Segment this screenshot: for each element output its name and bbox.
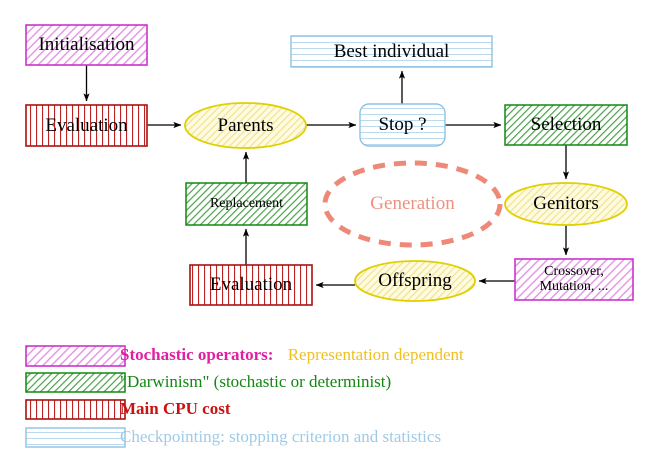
legend-text-stochastic-part2: Representation dependent — [287, 345, 464, 364]
node-generation — [322, 160, 503, 248]
legend-text-stochastic-part1: Stochastic operators: — [120, 345, 274, 364]
node-replacement[interactable] — [185, 182, 308, 226]
node-offspring[interactable] — [354, 260, 476, 302]
legend-swatch-checkpoint — [25, 427, 126, 448]
node-best-individual[interactable] — [290, 35, 493, 68]
node-selection[interactable] — [504, 104, 628, 146]
legend-text-checkpoint: Checkpointing: stopping criterion and st… — [120, 427, 442, 446]
nodes-group — [25, 24, 634, 306]
legend-text-cpu: Main CPU cost — [120, 399, 231, 418]
legend-text-stochastic: Stochastic operators: Representation dep… — [120, 345, 464, 365]
node-initialisation[interactable] — [25, 24, 148, 66]
legend-swatches-group — [25, 345, 126, 448]
edges-group — [83, 65, 570, 289]
node-stop[interactable] — [359, 103, 446, 147]
legend-text-darwinism: "Darwinism" (stochastic or determinist) — [120, 372, 392, 391]
legend-swatch-darwinism — [25, 372, 126, 393]
node-evaluation-top[interactable] — [25, 104, 148, 147]
legend-swatch-stochastic — [25, 345, 126, 367]
node-parents[interactable] — [184, 102, 307, 149]
legend-swatch-cpu — [25, 399, 126, 420]
node-evaluation-bottom[interactable] — [189, 264, 313, 306]
node-genitors[interactable] — [504, 182, 628, 226]
node-crossover-mutation[interactable] — [514, 258, 634, 301]
